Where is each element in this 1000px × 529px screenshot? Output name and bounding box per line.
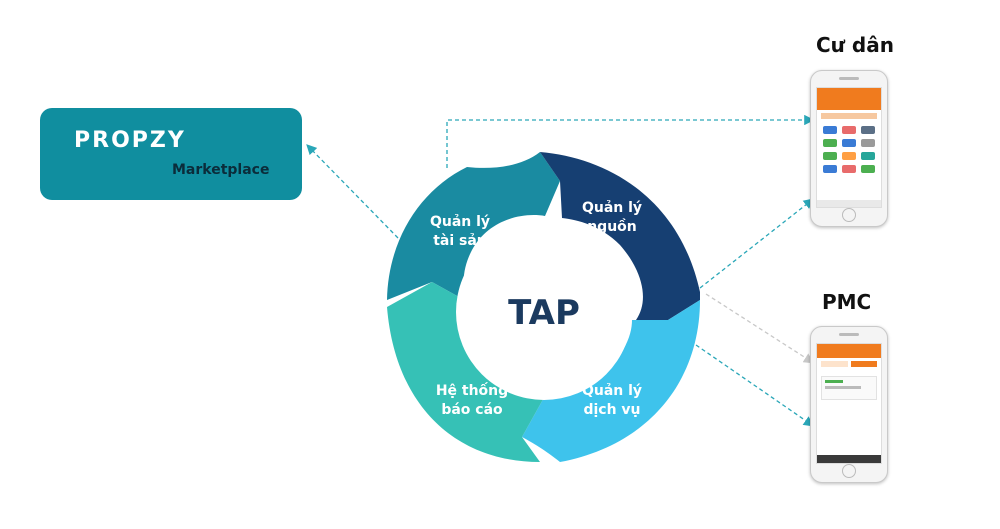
phone-home-button <box>842 464 856 478</box>
segment-service-label-1: Quản lý <box>582 383 642 399</box>
resident-app-tabbar <box>821 113 877 119</box>
propzy-marketplace-box: PROPZY Marketplace <box>40 108 302 200</box>
pmc-tab-active <box>850 361 877 367</box>
resident-phone <box>810 70 888 227</box>
propzy-subtitle: Marketplace <box>172 162 270 178</box>
pmc-phone-screen <box>816 343 882 464</box>
app-tile-icon <box>823 152 837 160</box>
pmc-app-tabs <box>817 358 881 370</box>
pmc-app-bottom-nav <box>817 455 881 463</box>
phone-home-button <box>842 208 856 222</box>
segment-service-label-2: dịch vụ <box>583 402 640 418</box>
connector-to-pmc-top <box>705 293 815 364</box>
connector-to-resident-bottom <box>699 198 815 289</box>
app-tile-icon <box>861 126 875 134</box>
app-tile-icon <box>842 165 856 173</box>
segment-asset-label-1: Quản lý <box>430 214 490 230</box>
resident-phone-screen <box>816 87 882 208</box>
app-tile-icon <box>861 139 875 147</box>
pmc-app-header <box>817 344 881 358</box>
app-tile-icon <box>861 152 875 160</box>
segment-report-label-2: báo cáo <box>441 402 503 418</box>
segment-source-label-2: nguồn <box>587 218 637 235</box>
resident-app-header <box>817 88 881 110</box>
pmc-card-status <box>825 380 843 383</box>
app-tile-icon <box>842 126 856 134</box>
app-tile-icon <box>823 139 837 147</box>
center-circle <box>456 224 632 400</box>
app-tile-icon <box>823 126 837 134</box>
app-tile-icon <box>861 165 875 173</box>
segment-service <box>522 300 700 462</box>
phone-speaker <box>839 333 859 336</box>
connector-to-pmc-bottom <box>695 344 815 427</box>
cycle-ring <box>387 152 700 462</box>
center-label: TAP <box>508 293 580 333</box>
app-tile-icon <box>842 139 856 147</box>
pmc-tab <box>821 361 848 367</box>
pmc-title: PMC <box>822 290 872 314</box>
connector-to-propzy <box>306 144 399 239</box>
segment-source <box>540 152 700 320</box>
segment-report-label-1: Hệ thống <box>436 382 508 399</box>
segment-asset <box>387 152 560 302</box>
resident-app-grid <box>817 122 881 177</box>
segment-report <box>387 282 546 462</box>
connector-to-resident-top <box>446 114 815 168</box>
app-tile-icon <box>842 152 856 160</box>
propzy-logo-text: PROPZY <box>74 128 186 153</box>
phone-speaker <box>839 77 859 80</box>
segment-asset-label-2: tài sản <box>433 233 487 249</box>
resident-app-bottom-nav <box>817 200 881 207</box>
app-tile-icon <box>823 165 837 173</box>
propzy-logo: PROPZY <box>74 128 186 153</box>
pmc-card-line <box>825 386 861 389</box>
pmc-phone <box>810 326 888 483</box>
resident-title: Cư dân <box>816 33 894 57</box>
segment-source-label-1: Quản lý <box>582 200 642 216</box>
pmc-schedule-card <box>821 376 877 400</box>
